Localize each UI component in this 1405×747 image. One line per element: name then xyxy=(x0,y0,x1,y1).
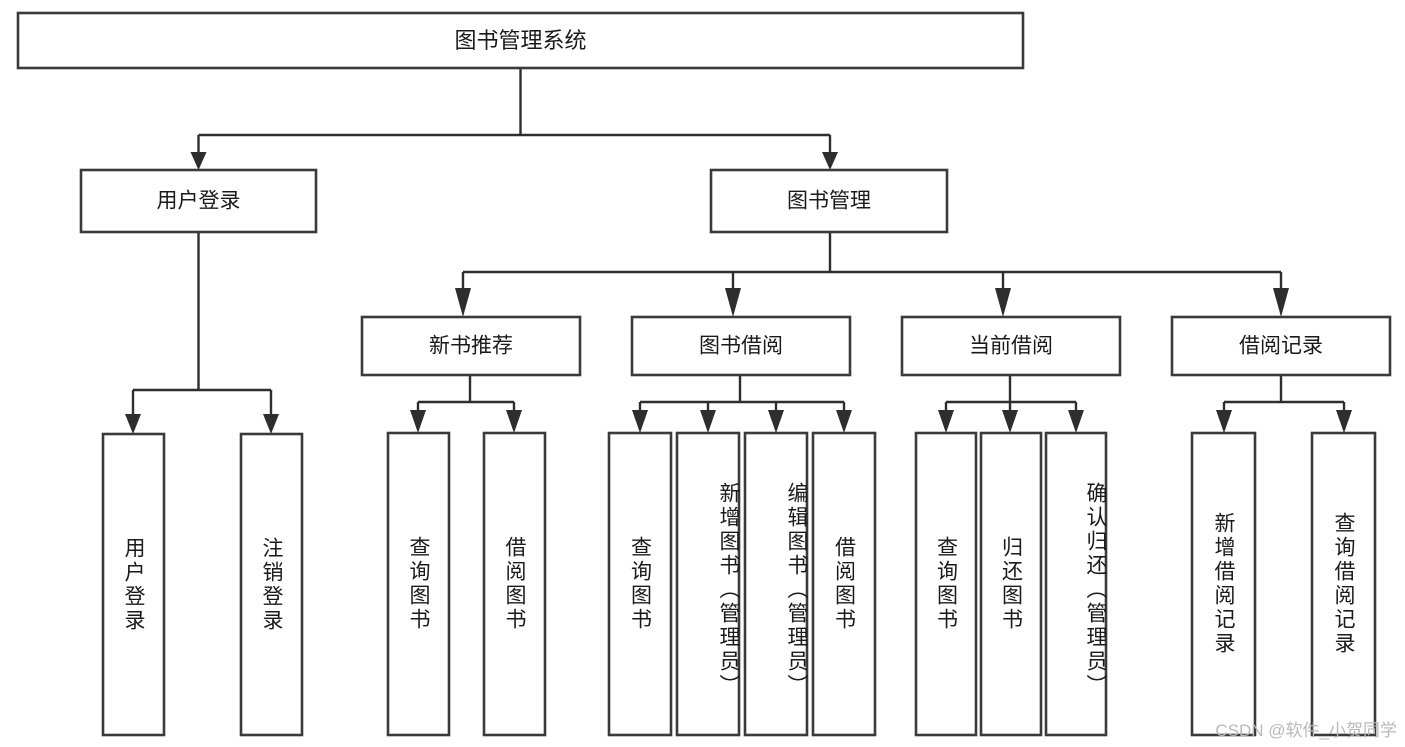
leaf-box-new-book-2[interactable] xyxy=(482,431,547,737)
node-book-borrow[interactable]: 图书借阅 xyxy=(630,315,852,377)
leaf-box-current-borrow-1[interactable] xyxy=(914,431,978,737)
arrow-bookmanage-to-record xyxy=(1273,288,1289,317)
arrow-borrow-leaf-3 xyxy=(768,410,784,433)
node-borrow-record[interactable]: 借阅记录 xyxy=(1170,315,1392,377)
arrow-record-leaf-2 xyxy=(1336,410,1352,433)
arrow-current-leaf-3 xyxy=(1068,410,1084,433)
node-new-book-recommend-label: 新书推荐 xyxy=(429,335,513,358)
node-root[interactable]: 图书管理系统 xyxy=(16,11,1025,70)
arrow-record-leaf-1 xyxy=(1216,410,1232,433)
node-current-borrow-label: 当前借阅 xyxy=(969,335,1053,358)
leaf-box-borrow-record-2[interactable] xyxy=(1310,431,1377,737)
node-user-login-box[interactable] xyxy=(79,168,318,234)
arrow-bookmanage-to-current xyxy=(995,288,1011,317)
leaf-box-current-borrow-3[interactable] xyxy=(1044,431,1108,737)
node-user-login-label: 用户登录 xyxy=(157,190,241,213)
node-book-borrow-label: 图书借阅 xyxy=(699,335,783,358)
node-borrow-record-box[interactable] xyxy=(1170,315,1392,377)
arrow-borrow-leaf-2 xyxy=(700,410,716,433)
arrow-userlogin-leaf-1 xyxy=(125,414,141,434)
arrow-current-leaf-1 xyxy=(938,410,954,433)
arrow-userlogin-leaf-2 xyxy=(263,414,279,434)
leaf-box-borrow-record-1[interactable] xyxy=(1190,431,1257,737)
leaf-box-current-borrow-2[interactable] xyxy=(979,431,1043,737)
leaf-box-user-login-2[interactable] xyxy=(239,432,304,737)
arrow-root-to-book-manage xyxy=(822,152,838,170)
arrow-borrow-leaf-4 xyxy=(836,410,852,433)
node-borrow-record-label: 借阅记录 xyxy=(1239,335,1323,358)
csdn-watermark: CSDN @软件_小贺同学 xyxy=(1215,721,1397,740)
node-root-box[interactable] xyxy=(16,11,1025,70)
node-new-book-recommend[interactable]: 新书推荐 xyxy=(360,315,582,377)
leaf-boxes-current-borrow xyxy=(914,431,1108,737)
node-new-book-recommend-box[interactable] xyxy=(360,315,582,377)
node-book-manage-label: 图书管理 xyxy=(787,190,871,213)
node-book-manage[interactable]: 图书管理 xyxy=(709,168,949,234)
leaf-box-new-book-1[interactable] xyxy=(386,431,451,737)
arrow-current-leaf-2 xyxy=(1002,410,1018,433)
node-root-label: 图书管理系统 xyxy=(454,28,586,53)
arrow-newbook-leaf-1 xyxy=(410,410,426,433)
connectors xyxy=(125,68,1352,434)
node-current-borrow-box[interactable] xyxy=(900,315,1122,377)
leaf-boxes-book-borrow xyxy=(607,431,877,737)
node-book-borrow-box[interactable] xyxy=(630,315,852,377)
arrow-borrow-leaf-1 xyxy=(632,410,648,433)
node-user-login[interactable]: 用户登录 xyxy=(79,168,318,234)
arrow-bookmanage-to-new-book xyxy=(455,288,471,317)
leaf-box-book-borrow-1[interactable] xyxy=(607,431,673,737)
arrow-bookmanage-to-borrow xyxy=(725,288,741,317)
leaf-box-book-borrow-2[interactable] xyxy=(675,431,741,737)
node-current-borrow[interactable]: 当前借阅 xyxy=(900,315,1122,377)
leaf-box-user-login-1[interactable] xyxy=(101,432,166,737)
leaf-boxes-new-book xyxy=(386,431,547,737)
node-book-manage-box[interactable] xyxy=(709,168,949,234)
leaf-box-book-borrow-4[interactable] xyxy=(811,431,877,737)
leaf-boxes-borrow-record xyxy=(1190,431,1377,737)
leaf-box-book-borrow-3[interactable] xyxy=(743,431,809,737)
arrow-newbook-leaf-2 xyxy=(506,410,522,433)
leaf-boxes-user-login xyxy=(101,432,304,737)
arrow-root-to-user-login xyxy=(190,152,207,170)
